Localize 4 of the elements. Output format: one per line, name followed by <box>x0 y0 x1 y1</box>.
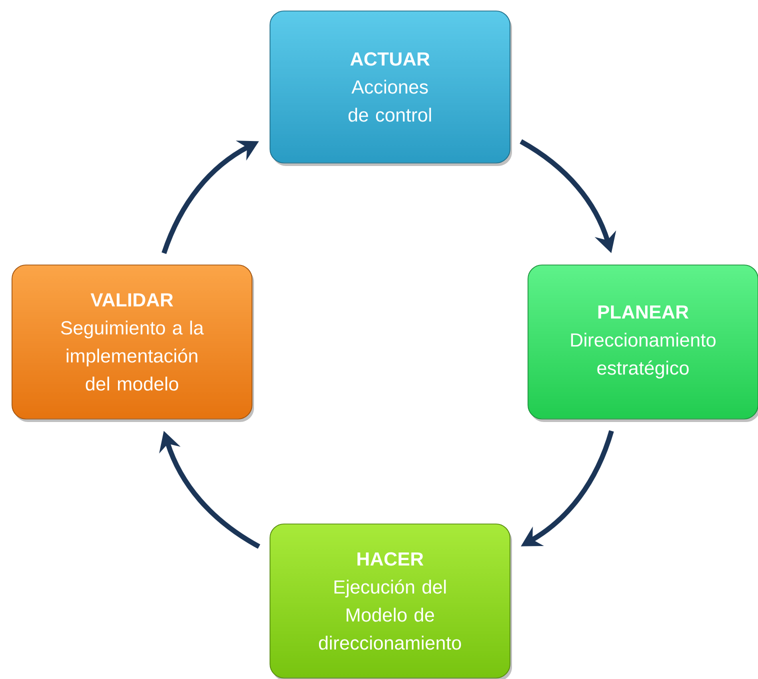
process-box: ACTUAR Acciones de control <box>270 10 512 166</box>
process-box: HACER Ejecución del Modelo de direccionamiento <box>270 524 512 679</box>
process-box: PLANEAR Direccionamiento estratégico <box>528 264 758 422</box>
process-box: VALIDAR Seguimiento a la implementación del modelo <box>12 264 254 422</box>
